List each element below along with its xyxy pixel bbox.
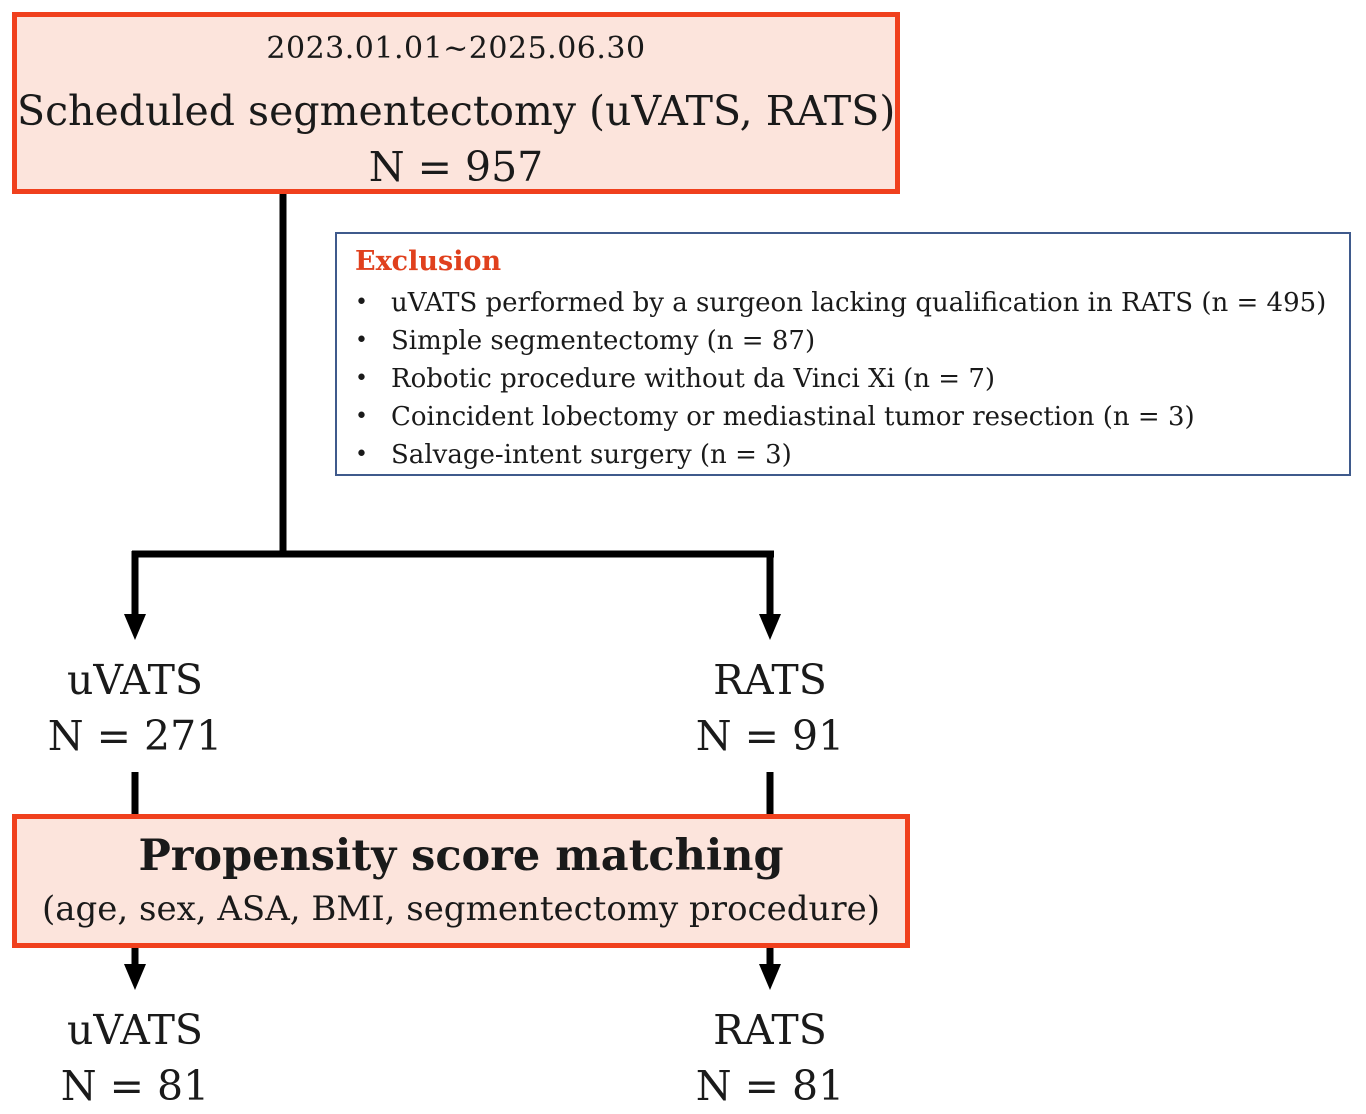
bullet-icon: • xyxy=(355,366,368,391)
rats-matched-name: RATS xyxy=(713,1006,827,1054)
uvats-group-before: uVATS N = 271 xyxy=(0,652,285,764)
matching-covariates: (age, sex, ASA, BMI, segmentectomy proce… xyxy=(41,889,880,929)
rats-matched-count: N = 81 xyxy=(695,1062,845,1110)
cohort-title: Scheduled segmentectomy (uVATS, RATS) xyxy=(17,87,896,135)
bullet-icon: • xyxy=(355,442,368,467)
uvats-group-count: N = 271 xyxy=(47,712,223,760)
left-branch-arrowhead xyxy=(124,614,146,640)
uvats-matched-count: N = 81 xyxy=(60,1062,210,1110)
study-period: 2023.01.01~2025.06.30 xyxy=(266,31,646,66)
exclusion-box: Exclusion • uVATS performed by a surgeon … xyxy=(335,232,1351,476)
exclusion-item-text: Coincident lobectomy or mediastinal tumo… xyxy=(391,402,1195,432)
exclusion-item: • uVATS performed by a surgeon lacking qu… xyxy=(355,284,1326,322)
left-matched-arrowhead xyxy=(124,964,146,990)
exclusion-item: • Coincident lobectomy or mediastinal tum… xyxy=(355,398,1326,436)
exclusion-item-text: Simple segmentectomy (n = 87) xyxy=(391,326,816,356)
bullet-icon: • xyxy=(355,290,368,315)
propensity-score-matching-box: Propensity score matching (age, sex, ASA… xyxy=(12,814,910,948)
scheduled-segmentectomy-box: 2023.01.01~2025.06.30 Scheduled segmente… xyxy=(12,12,900,194)
rats-group-after: RATS N = 81 xyxy=(620,1002,920,1114)
exclusion-item-text: Robotic procedure without da Vinci Xi (n… xyxy=(391,364,996,394)
exclusion-list: • uVATS performed by a surgeon lacking qu… xyxy=(355,284,1326,474)
uvats-group-after: uVATS N = 81 xyxy=(0,1002,285,1114)
uvats-group-name: uVATS xyxy=(66,656,204,704)
matching-title: Propensity score matching xyxy=(138,831,784,881)
exclusion-item-text: Salvage-intent surgery (n = 3) xyxy=(391,440,792,470)
rats-group-before: RATS N = 91 xyxy=(620,652,920,764)
exclusion-title: Exclusion xyxy=(355,246,502,277)
rats-group-name: RATS xyxy=(713,656,827,704)
exclusion-item: • Robotic procedure without da Vinci Xi (… xyxy=(355,360,1326,398)
bullet-icon: • xyxy=(355,404,368,429)
cohort-total: N = 957 xyxy=(368,143,544,191)
rats-group-count: N = 91 xyxy=(695,712,845,760)
exclusion-item: • Simple segmentectomy (n = 87) xyxy=(355,322,1326,360)
exclusion-item: • Salvage-intent surgery (n = 3) xyxy=(355,436,1326,474)
uvats-matched-name: uVATS xyxy=(66,1006,204,1054)
bullet-icon: • xyxy=(355,328,368,353)
right-branch-arrowhead xyxy=(759,614,781,640)
exclusion-item-text: uVATS performed by a surgeon lacking qua… xyxy=(391,288,1327,318)
right-matched-arrowhead xyxy=(759,964,781,990)
